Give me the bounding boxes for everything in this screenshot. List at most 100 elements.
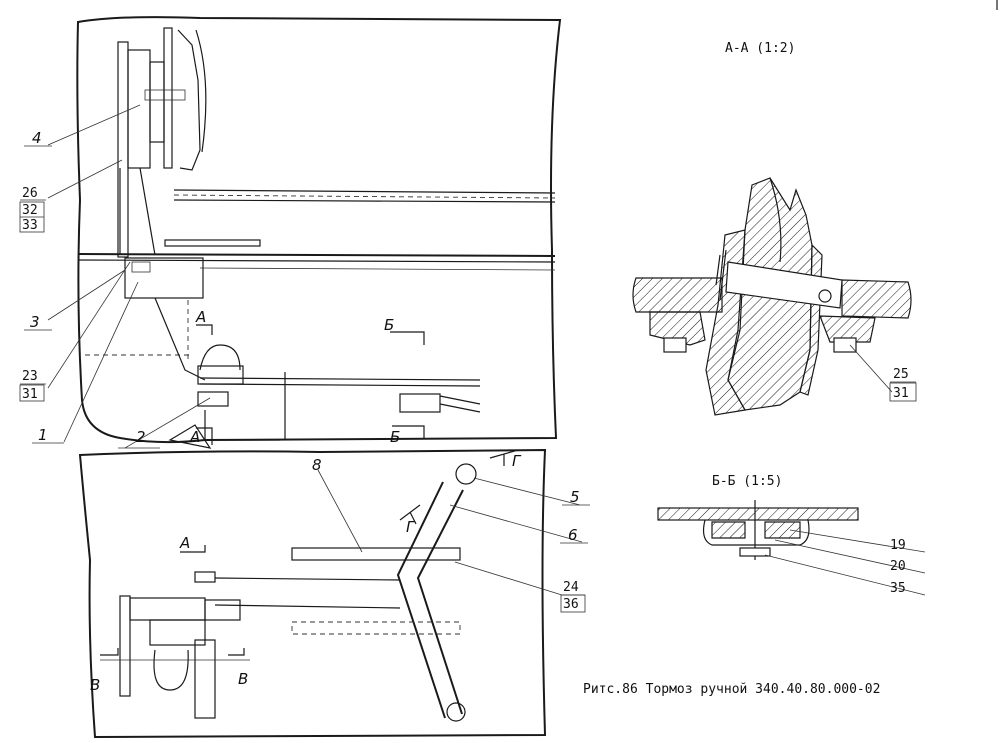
leader-2: [124, 397, 211, 449]
base-plate-right: [841, 279, 912, 319]
cut-label-g2: Г: [406, 518, 416, 536]
flywheel: [177, 29, 201, 171]
callout-31b: 31: [893, 386, 909, 401]
callout-8: 8: [312, 456, 322, 474]
cut-mark-g2: [399, 504, 421, 525]
cut-label-b1: Б: [384, 316, 394, 334]
cut-mark-a3: [180, 545, 206, 553]
callout-1: 1: [38, 426, 48, 444]
lever-arm-left: [396, 481, 446, 719]
lever-arm-right: [416, 489, 464, 715]
clamp: [197, 365, 244, 385]
callout-32: 32: [22, 203, 38, 218]
flywheel-rim: [195, 29, 207, 153]
cut-label-v2: В: [238, 670, 248, 688]
leader-8: [317, 469, 363, 553]
leader-35: [764, 554, 926, 596]
frame-top: [77, 253, 556, 257]
bb-block-left: [711, 521, 746, 539]
callout-26: 26: [22, 186, 38, 201]
section-b-b: Б-Б (1:5) 19 20 35: [657, 474, 926, 596]
section-b-b-title: Б-Б (1:5): [712, 474, 782, 489]
rail-1-lower: [173, 199, 556, 203]
cut-mark-b-top: [390, 331, 425, 345]
shaft: [144, 89, 186, 101]
cut-mark-g1: [489, 449, 519, 466]
bracket-block: [124, 257, 204, 299]
lever-pivot-bottom: [446, 702, 466, 722]
nut-right: [833, 337, 857, 353]
bb-washer: [739, 547, 771, 557]
leader-3: [47, 269, 126, 321]
leader-19: [789, 529, 926, 553]
callout-4: 4: [32, 129, 42, 147]
rod-end: [439, 395, 481, 413]
callout-25: 25: [893, 367, 909, 382]
box-31a: [19, 384, 45, 402]
leader-24: [454, 561, 563, 596]
callout-3: 3: [30, 313, 40, 331]
cut-mark-v2: [228, 648, 245, 656]
box-31b: [889, 382, 917, 402]
cut-label-a1: А: [195, 308, 206, 326]
top-view-outline: [76, 16, 562, 444]
base-plate-left: [632, 277, 723, 313]
lever-pivot-top: [455, 463, 477, 485]
frame-mid: [77, 259, 556, 263]
rod-3: [214, 577, 401, 581]
rod-bracket: [399, 393, 441, 413]
wheel-nut: [204, 599, 241, 621]
cut-mark-a-top: [196, 324, 213, 335]
bottom-view: В В А Г Г 8 5 6 24 36: [78, 448, 590, 739]
bb-bracket: [702, 519, 810, 546]
brace: [119, 167, 156, 256]
wheel-plate: [119, 595, 131, 697]
leader-20: [774, 539, 926, 574]
clamp-left: [649, 311, 706, 346]
section-a-a: А-А (1:2) 25 31: [632, 41, 917, 416]
cut-label-v1: В: [90, 676, 100, 694]
wedge: [168, 424, 212, 449]
callout-35: 35: [890, 581, 906, 596]
cut-label-a2: А: [189, 428, 200, 446]
leader-5: [473, 477, 581, 506]
pulley-groove: [769, 177, 782, 263]
nut-left: [663, 337, 687, 353]
clevis: [199, 344, 241, 371]
rail-1: [173, 189, 556, 194]
leader-26: [47, 159, 123, 199]
clamp-leg: [204, 410, 280, 441]
callout-24: 24: [563, 580, 579, 595]
callout-2: 2: [136, 428, 146, 446]
rod-1: [199, 377, 481, 381]
cut-label-b2: Б: [390, 428, 400, 446]
bb-plate: [657, 507, 859, 521]
top-view: А Б А Б 4 26 32 33 3 23 31 1 2: [19, 16, 562, 449]
cut-mark-v1: [100, 648, 119, 656]
callout-36: 36: [563, 597, 579, 612]
callout-20: 20: [890, 559, 906, 574]
key: [715, 249, 727, 301]
leader-4: [47, 104, 141, 146]
mount-bar: [164, 239, 261, 247]
wheel-housing: [149, 619, 206, 646]
bb-block-right: [764, 521, 801, 539]
rod-4: [214, 604, 401, 609]
clamp-lower: [197, 391, 229, 407]
wheel-drum: [153, 649, 189, 691]
frame-low: [199, 267, 556, 271]
callout-19: 19: [890, 538, 906, 553]
figure-caption: Ритс.86 Тормоз ручной 340.40.80.000-02: [583, 682, 880, 697]
pin: [725, 261, 843, 309]
cut-mark-b-bottom: [392, 425, 425, 438]
bracket-plate: [131, 261, 151, 273]
callout-31a: 31: [22, 387, 38, 402]
callout-33: 33: [22, 218, 38, 233]
rail-1-dashed: [173, 194, 556, 199]
leader-23: [47, 261, 131, 389]
pin-end: [818, 289, 832, 303]
callout-5: 5: [570, 488, 580, 506]
plate-8: [291, 547, 461, 561]
leader-25: [849, 344, 893, 393]
